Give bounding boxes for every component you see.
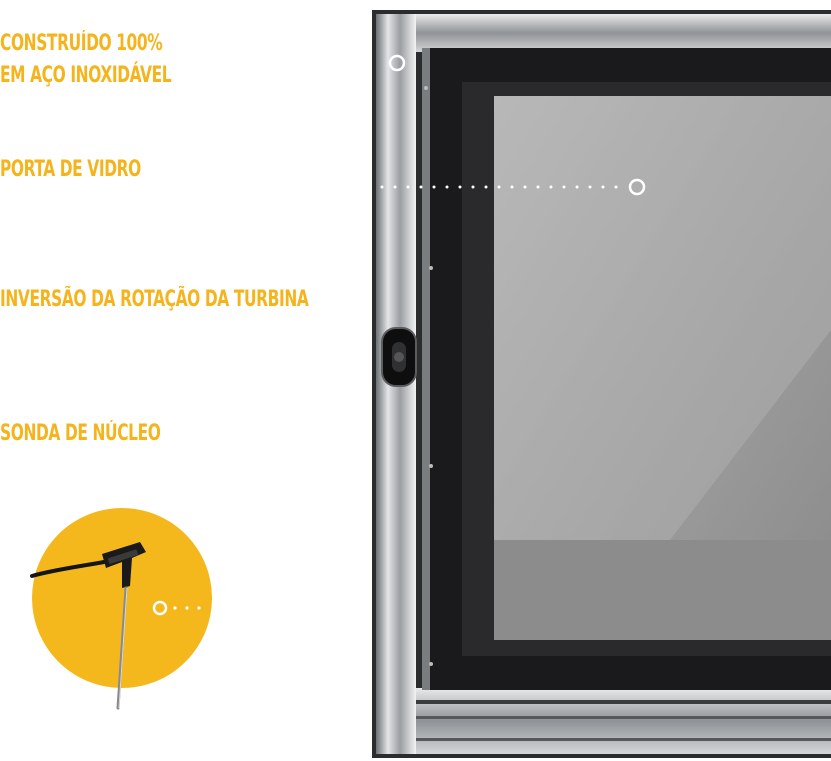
core-probe-icon (30, 542, 201, 710)
hotspot-marker-icon (152, 600, 168, 616)
feature-line: EM AÇO INOXIDÁVEL (0, 63, 172, 88)
feature-line: SONDA DE NÚCLEO (0, 421, 161, 446)
feature-stainless-steel: CONSTRUÍDO 100% EM AÇO INOXIDÁVEL (0, 28, 172, 92)
feature-core-probe: SONDA DE NÚCLEO (0, 418, 161, 450)
hotspot-marker-icon (388, 54, 406, 72)
door-handle-icon (381, 327, 417, 387)
hotspot-marker-icon (628, 178, 646, 196)
oven-door-illustration (372, 10, 831, 758)
feature-glass-door: PORTA DE VIDRO (0, 154, 141, 186)
feature-line: INVERSÃO DA ROTAÇÃO DA TURBINA (0, 287, 309, 312)
glass-door-pointer (380, 178, 646, 196)
core-probe-badge (30, 508, 212, 710)
feature-turbine-reversal: INVERSÃO DA ROTAÇÃO DA TURBINA (0, 284, 309, 316)
feature-line: CONSTRUÍDO 100% (0, 31, 163, 56)
feature-line: PORTA DE VIDRO (0, 157, 141, 182)
